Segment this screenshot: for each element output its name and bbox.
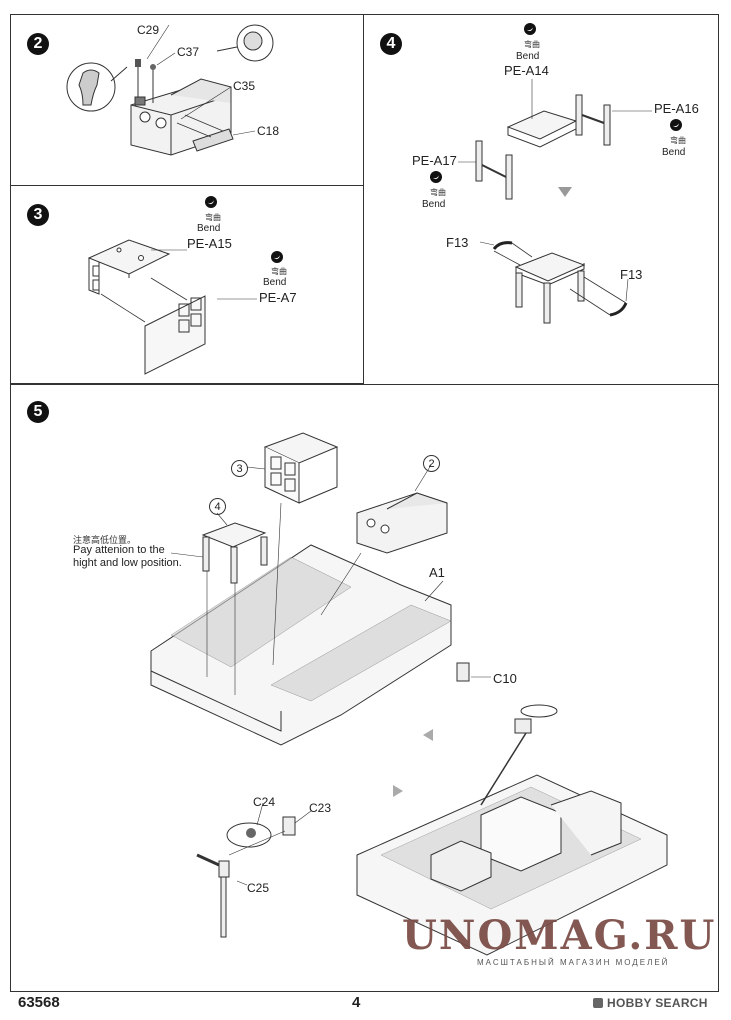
bend-label-cn: 弯曲 [271,267,287,276]
part-label-c24: C24 [253,795,276,809]
page-number: 4 [352,994,361,1011]
watermark-tagline: МАСШТАБНЫЙ МАГАЗИН МОДЕЛЕЙ [477,958,670,967]
bend-label-cn: 弯曲 [524,40,540,49]
radio-box-drawing [66,24,274,156]
step-number-badge: 5 [27,401,49,423]
part-label-c25: C25 [247,881,270,895]
step-5-panel: 5 3 2 4 注意高低位置。 Pay attenion to the high… [10,384,719,992]
note-text: Pay attenion to the hight and low positi… [73,544,182,570]
part-label-pe-a17: PE-A17 [412,153,457,168]
bend-icon [524,23,536,35]
step-3-panel: 3 弯曲 Bend PE-A15 弯曲 Bend PE-A7 [10,185,364,384]
note-cn: 注意高低位置。 [73,535,137,545]
direction-arrow-icon [393,785,403,797]
note-line-2: hight and low position. [73,557,182,569]
brand-name: HOBBY SEARCH [607,996,708,1010]
bend-label-cn: 弯曲 [430,188,446,197]
bend-label: Bend [263,277,287,288]
step-number-badge: 4 [380,33,402,55]
bend-label: Bend [662,147,686,158]
note-line-1: Pay attenion to the [73,544,165,556]
part-label-c18: C18 [257,124,280,138]
hobby-search-logo-icon [593,998,603,1008]
step-number-badge: 3 [27,204,49,226]
step-2-panel: 2 C29 C37 C35 C18 [10,14,364,186]
part-label-f13-right: F13 [620,267,643,282]
frame-drawing [87,239,257,375]
step-4-panel: 4 弯曲 Bend PE-A14 PE-A16 弯曲 Bend PE-A17 弯… [363,14,719,385]
bend-label-cn: 弯曲 [670,136,686,145]
bend-label: Bend [422,199,446,210]
bend-label: Bend [197,223,221,234]
subassembly-ref-2: 2 [423,455,440,472]
bend-label: Bend [516,51,540,62]
part-label-c10: C10 [493,671,517,686]
subassembly-ref-3: 3 [231,460,248,477]
bend-icon [271,251,283,263]
part-label-c35: C35 [233,79,256,93]
part-label-f13-left: F13 [446,235,469,250]
bend-icon [205,196,217,208]
part-label-c37: C37 [177,45,200,59]
chassis-assembly-drawing [150,432,668,956]
bend-label-cn: 弯曲 [205,213,221,222]
bend-icon [430,171,442,183]
part-label-c23: C23 [309,801,332,815]
watermark-logo: UNOMAG.RU [402,912,717,959]
part-label-pe-a15: PE-A15 [187,236,232,251]
part-label-a1: A1 [429,565,445,580]
part-label-pe-a16: PE-A16 [654,101,699,116]
part-label-pe-a7: PE-A7 [259,290,297,305]
direction-arrow-icon [423,729,433,741]
part-label-pe-a14: PE-A14 [504,63,549,78]
bracket-drawing [458,79,652,324]
brand-footer: HOBBY SEARCH [593,996,708,1010]
down-arrow-icon [558,187,572,197]
kit-number: 63568 [18,994,60,1011]
subassembly-ref-4: 4 [209,498,226,515]
part-label-c29: C29 [137,23,160,37]
step-number-badge: 2 [27,33,49,55]
bend-icon [670,119,682,131]
